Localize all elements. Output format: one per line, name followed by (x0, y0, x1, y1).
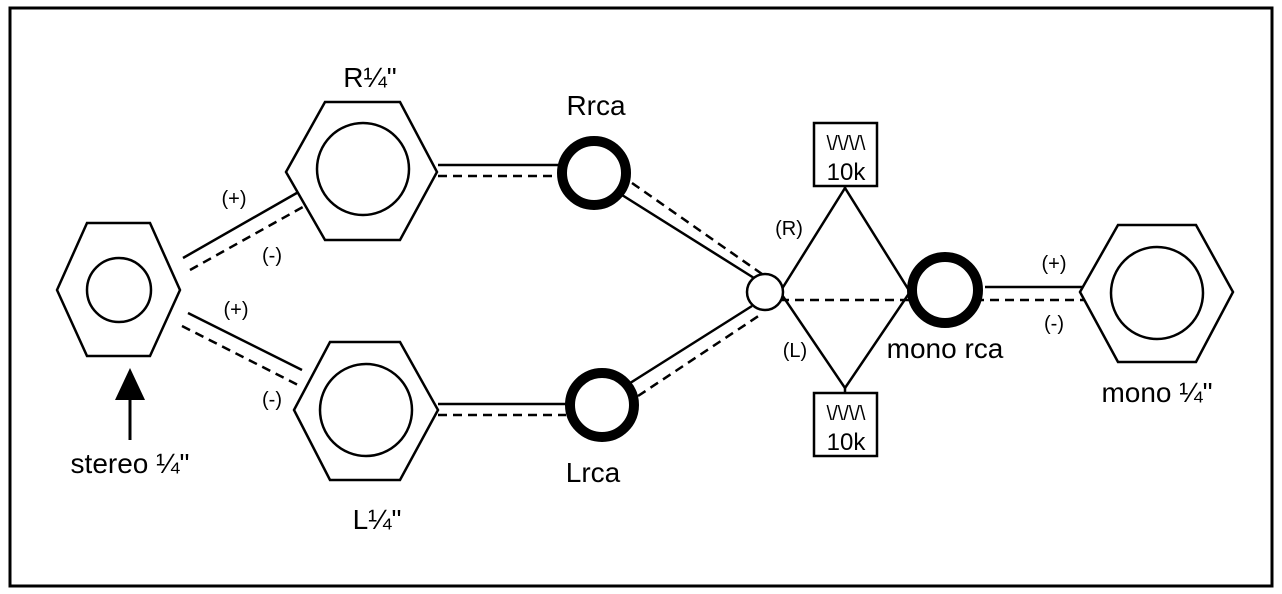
polarity-minus-label: (-) (1044, 313, 1064, 335)
wire-lrca-to-junction (626, 304, 761, 398)
polarity-plus-label: (+) (222, 188, 247, 210)
mono-rca-label: mono rca (887, 333, 1004, 364)
mono-quarter-inch-jack (1078, 223, 1235, 364)
wire-l-to-lrca (438, 402, 566, 417)
polarity-minus-label: (-) (262, 389, 282, 411)
polarity-minus-label: (-) (262, 245, 282, 267)
left-jack-label: L¼" (353, 504, 402, 535)
left-rca-label: Lrca (566, 457, 621, 488)
arrow-up-icon (115, 368, 145, 440)
resistor-top-symbol: \/\/\/\ (827, 133, 866, 155)
resistor-top: \/\/\/\ 10k (812, 121, 879, 188)
resistor-top-value: 10k (827, 159, 867, 186)
right-channel-label: (R) (775, 218, 803, 240)
stereo-quarter-inch-jack (55, 221, 182, 358)
wire-stereo-to-l (181, 311, 303, 388)
junction-node (745, 272, 785, 312)
polarity-plus-label: (+) (224, 299, 249, 321)
diagram-border (8, 6, 1274, 588)
resistor-bottom: \/\/\/\ 10k (812, 391, 879, 458)
wire-r-to-rrca (438, 163, 560, 178)
wire-stereo-to-r (182, 188, 311, 272)
right-quarter-inch-jack (284, 100, 439, 242)
resistor-bottom-value: 10k (827, 429, 867, 456)
mono-jack-label: mono ¼" (1101, 377, 1212, 408)
wire-rrca-to-junction (621, 181, 763, 280)
right-rca-label: Rrca (566, 90, 626, 121)
left-channel-label: (L) (783, 340, 807, 362)
polarity-plus-label: (+) (1042, 253, 1067, 275)
right-jack-label: R¼" (343, 62, 397, 93)
mono-rca-connector (907, 252, 983, 328)
right-rca-connector (557, 136, 631, 210)
stereo-jack-label: stereo ¼" (71, 448, 190, 479)
left-rca-connector (565, 368, 639, 442)
left-quarter-inch-jack (292, 340, 440, 482)
resistor-bottom-symbol: \/\/\/\ (827, 403, 866, 425)
